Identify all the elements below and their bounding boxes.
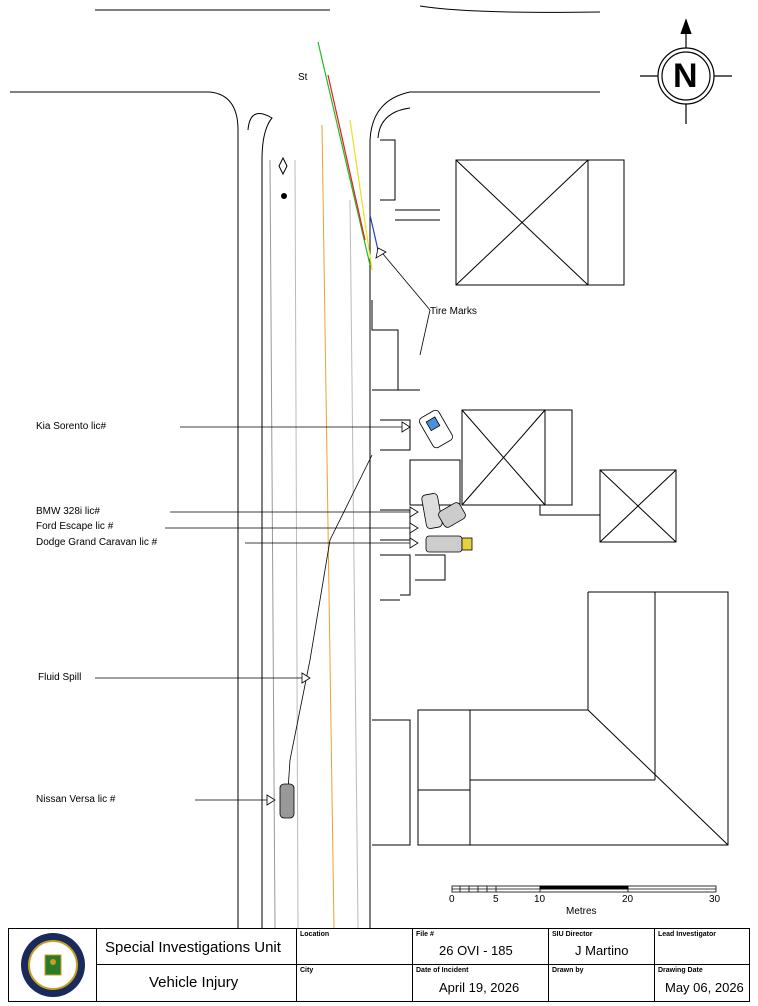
city-label: City [300,967,314,974]
director-label: SIU Director [552,931,593,938]
file-number: 26 OVI - 185 [439,943,513,958]
drawn-by-label: Drawn by [552,967,584,974]
nissan-versa-label: Nissan Versa lic # [36,794,116,805]
director-name: J Martino [575,943,629,958]
scale-bar [451,885,717,893]
date-incident-label: Date of Incident [416,967,469,974]
ford-escape-label: Ford Escape lic # [36,521,114,532]
logo-cell [9,929,97,1001]
scale-tick-20: 20 [622,894,634,905]
west-curb [10,91,239,928]
date-incident-value: April 19, 2026 [439,980,520,995]
tire-marks-label: Tire Marks [430,306,477,317]
scale-tick-5: 5 [493,894,499,905]
compass-letter: N [673,57,698,95]
scale-tick-30: 30 [709,894,721,905]
scale-unit: Metres [566,906,597,917]
drawing-date-value: May 06, 2026 [665,980,744,995]
siu-seal-icon [21,933,85,997]
east-curb [369,91,600,928]
north-arrow-icon [640,18,732,124]
fluid-spill-label: Fluid Spill [38,672,82,683]
vehicle-kia-sorento [419,409,453,449]
drawing-date-label: Drawing Date [658,967,703,974]
street-label: St [298,72,308,83]
vehicle-ford-escape [438,502,466,528]
bmw-328i-label: BMW 328i lic# [36,506,100,517]
title-block: Special Investigations Unit Vehicle Inju… [8,928,750,1002]
lead-investigator-label: Lead Investigator [658,931,716,938]
vehicle-nissan-versa [279,783,295,819]
scale-tick-10: 10 [534,894,546,905]
incident-type: Vehicle Injury [149,974,239,991]
dodge-caravan-label: Dodge Grand Caravan lic # [36,537,158,548]
kia-sorento-label: Kia Sorento lic# [36,421,107,432]
file-label: File # [416,931,434,938]
vehicle-dodge-caravan [425,535,473,553]
vehicle-bmw-328i [421,493,443,529]
scale-tick-0: 0 [449,894,455,905]
org-name: Special Investigations Unit [105,939,281,956]
location-label: Location [300,931,330,938]
